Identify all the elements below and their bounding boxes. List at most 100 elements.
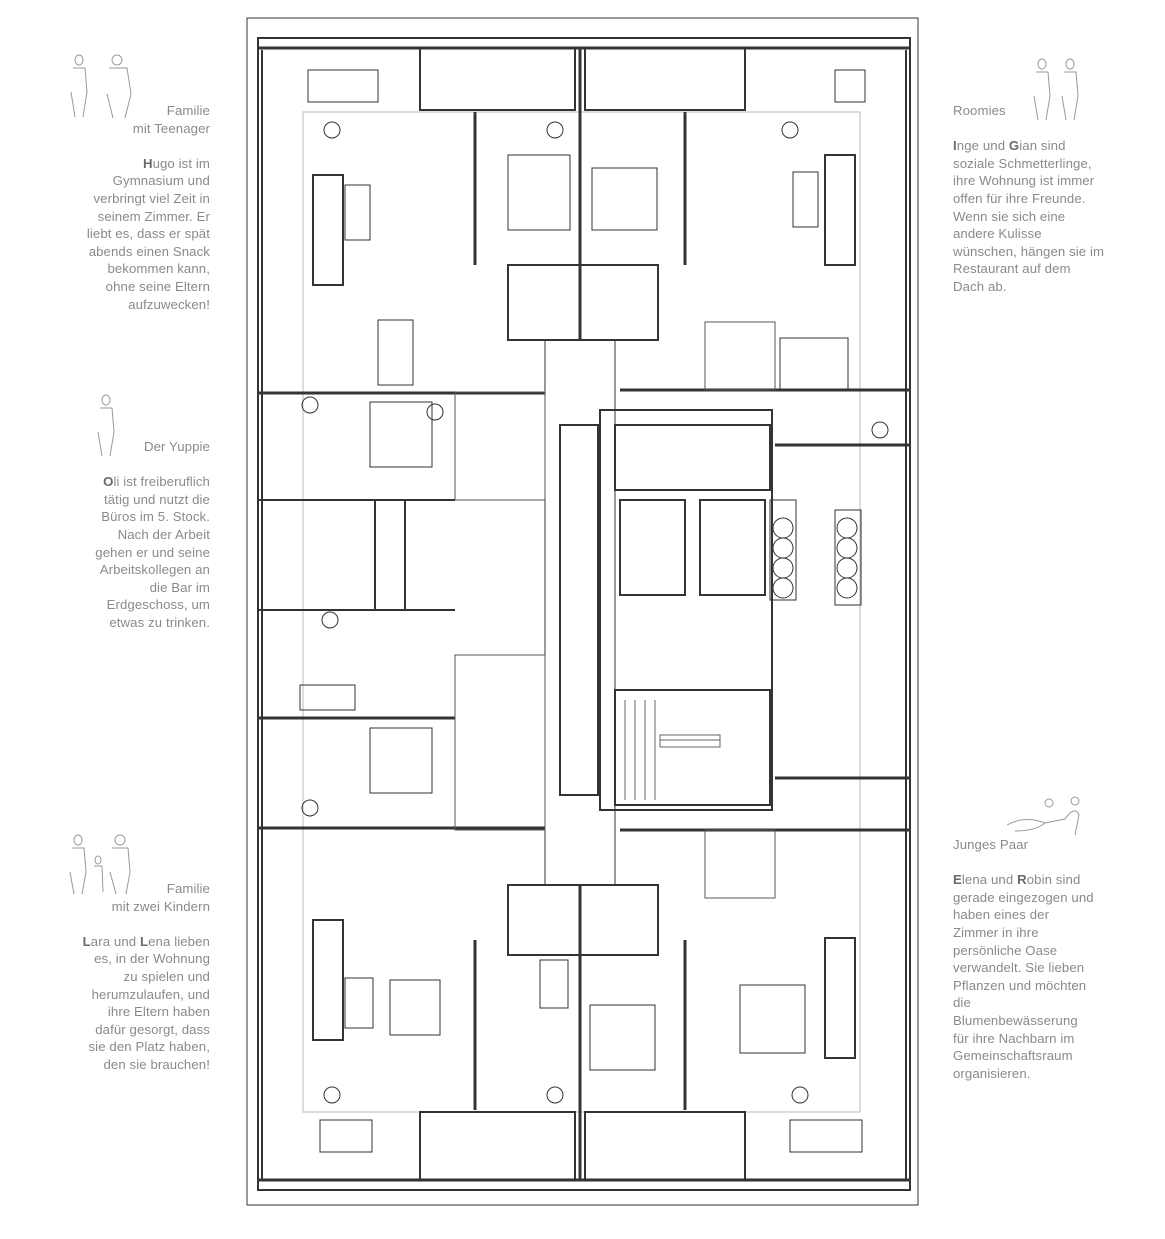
note-text: aufzuwecken! [128,296,210,312]
note-text: li ist freiberuflich [113,474,210,490]
note-line: verbringt viel Zeit in [40,190,210,208]
note-text: ara und [90,933,140,949]
note-line: haben eines der [953,906,1153,924]
note-text: wünschen, hängen sie im [953,243,1105,259]
note-line: offen für ihre Freunde. [953,190,1153,208]
note-line: sie den Platz haben, [40,1038,210,1056]
name-initial: L [82,933,91,949]
note-text: Blumenbewässerung [953,1012,1078,1028]
note-line: gerade eingezogen und [953,889,1153,907]
note-text: etwas zu trinken. [109,614,210,630]
note-text: soziale Schmetterlinge, [953,155,1092,171]
note-text: Büros im 5. Stock. [101,509,210,525]
note-text: es, in der Wohnung [94,951,210,967]
note-text: persönliche Oase [953,942,1058,958]
note-text: den sie brauchen! [103,1056,210,1072]
note-line: Büros im 5. Stock. [40,508,210,526]
note-text: organisieren. [953,1065,1031,1081]
bed [779,337,849,391]
note-text: für ihre Nachbarn im [953,1030,1075,1046]
note-line: liebt es, dass er spät [40,225,210,243]
note-text: gerade eingezogen und [953,889,1094,905]
note-line: seinem Zimmer. Er [40,208,210,226]
note-line: Lara und Lena lieben [40,933,210,951]
note-line: Blumenbewässerung [953,1012,1153,1030]
note-text: Erdgeschoss, um [106,597,210,613]
note-title-line: Der Yuppie [143,439,210,454]
note-line: Hugo ist im [40,155,210,173]
core [599,409,773,811]
name-initial: O [103,474,114,490]
bed [369,727,433,794]
note-line: für ihre Nachbarn im [953,1030,1153,1048]
note-text: nge und [956,138,1009,154]
sofa [344,977,374,1029]
note-line: gehen er und seine [40,544,210,562]
note-line: die Bar im [40,579,210,597]
note-line: Wenn sie sich eine [953,208,1153,226]
note-text: lena und [961,872,1018,888]
note-text: liebt es, dass er spät [86,226,210,242]
note-text: abends einen Snack [88,243,210,259]
note-text: ena lieben [148,933,210,949]
note-text: haben eines der [953,907,1050,923]
note-text: Restaurant auf dem [953,261,1071,277]
name-initial: G [1008,138,1020,154]
name-initial: R [1017,872,1027,888]
name-initial: H [142,155,153,171]
note-title-line: Familie [166,103,210,118]
note-text: Arbeitskollegen an [99,562,210,578]
note-line: andere Kulisse [953,225,1153,243]
table [834,69,866,103]
note-line: ihre Wohnung ist immer [953,172,1153,190]
note-text: Gemeinschaftsraum [953,1048,1073,1064]
family-teenager-figures-icon [70,54,132,119]
note-title: Junges Paar [953,836,1153,854]
bed [507,154,571,231]
bed [369,401,433,468]
note-text: obin sind [1026,872,1081,888]
building-outline [246,17,919,1206]
note-title-line: mit zwei Kindern [111,898,210,914]
note-line: Dach ab. [953,278,1153,296]
note-text: verbringt viel Zeit in [93,190,210,206]
note-text: verwandelt. Sie lieben [953,960,1085,976]
note-line: den sie brauchen! [40,1056,210,1074]
note-line: die [953,994,1153,1012]
note-line: etwas zu trinken. [40,614,210,632]
note-title: Der Yuppie [40,438,210,456]
sofa [344,184,371,241]
note-text: ugo ist im [152,155,210,171]
note-line: organisieren. [953,1065,1153,1083]
note-text: dafür gesorgt, dass [95,1021,210,1037]
note-text: gehen er und seine [95,544,210,560]
bed [539,959,569,1009]
note-line: Pflanzen und möchten [953,977,1153,995]
note-line: Zimmer in ihre [953,924,1153,942]
sofa [299,684,356,711]
table [319,1119,373,1153]
note-line: tätig und nutzt die [40,491,210,509]
note-line: Oli ist freiberuflich [40,473,210,491]
note-line: dafür gesorgt, dass [40,1021,210,1039]
note-text: offen für ihre Freunde. [953,190,1086,206]
note-line: ohne seine Eltern [40,278,210,296]
note-text: sie den Platz haben, [88,1039,210,1055]
family-kids-figures-icon [69,834,131,895]
yuppie-figure-icon [97,394,115,457]
note-title-line: Junges Paar [953,837,1029,852]
note-line: Restaurant auf dem [953,260,1153,278]
note-text: Gymnasium und [112,173,210,189]
note-text: ohne seine Eltern [105,278,210,294]
bed [589,1004,656,1071]
note-text: ian sind [1019,138,1066,154]
note-line: Gymnasium und [40,172,210,190]
couple-figures-icon [1006,796,1080,836]
note-title: Roomies [953,102,1153,120]
